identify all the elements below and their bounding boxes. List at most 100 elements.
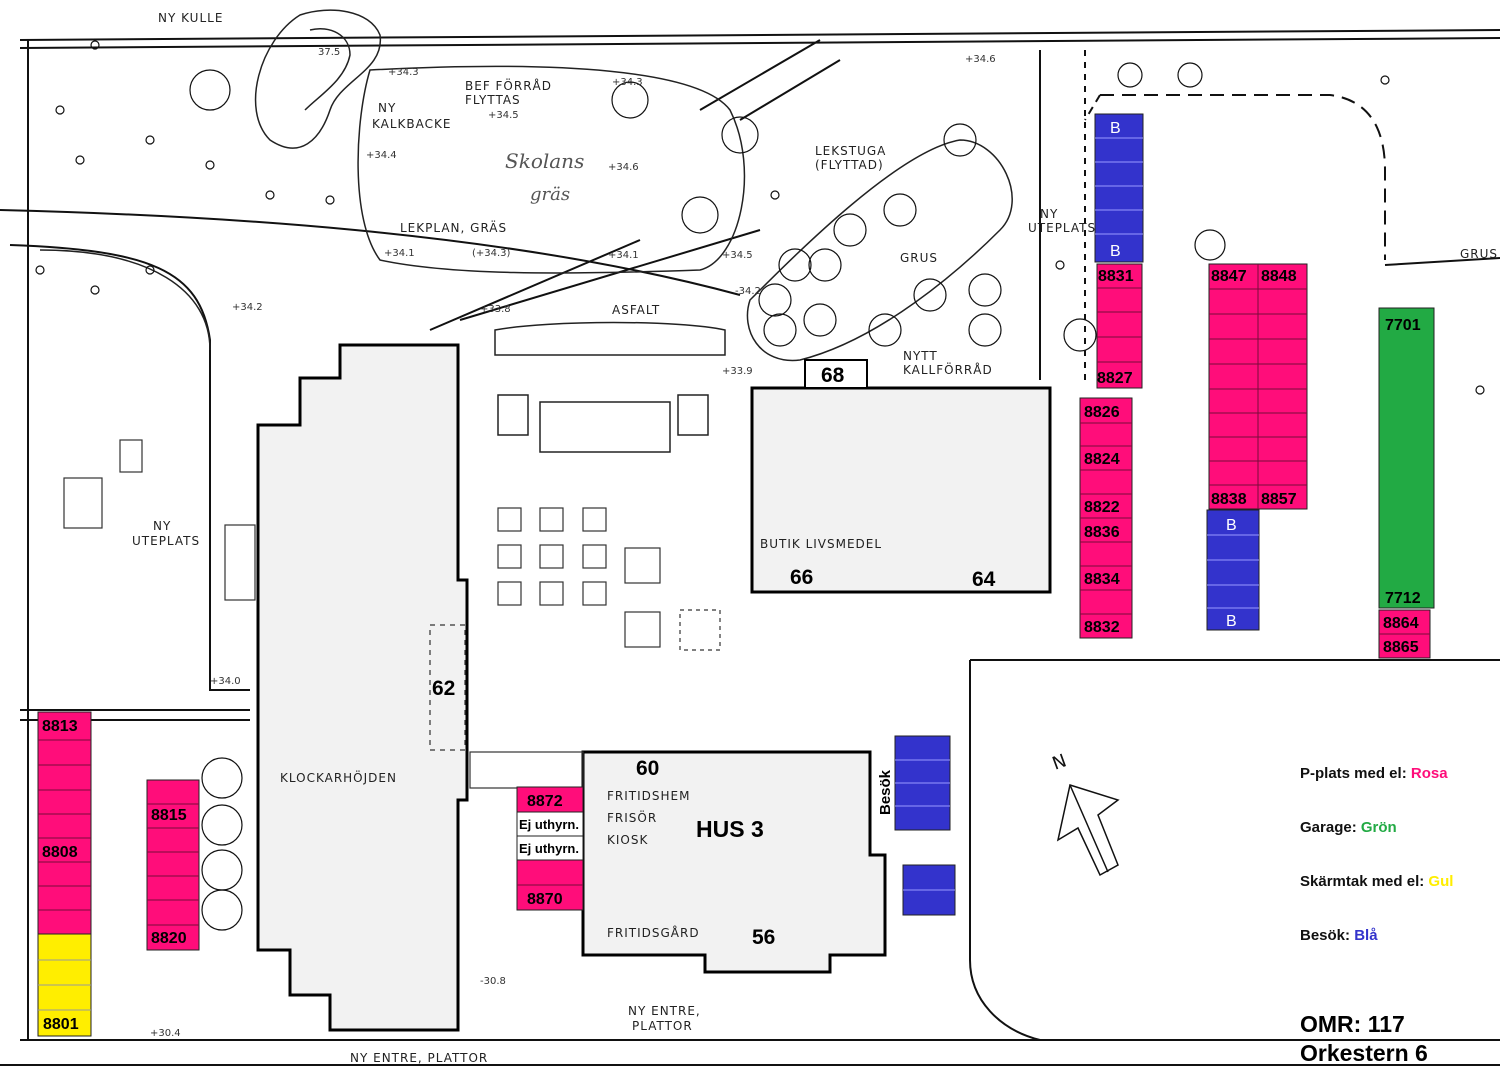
- house-number: 56: [752, 926, 775, 949]
- parking-number: 8826: [1084, 404, 1120, 421]
- label-lekstuga-1: LEKSTUGA: [815, 144, 886, 158]
- besok-vertical-label: Besök: [877, 769, 894, 815]
- parking-number: 8838: [1211, 491, 1247, 508]
- legend-value-bla: Blå: [1354, 927, 1378, 944]
- label-lekstuga-2: (FLYTTAD): [815, 158, 884, 172]
- parking-number: 8808: [42, 844, 78, 861]
- garage-number: 7712: [1385, 590, 1421, 607]
- label-asfalt: ASFALT: [612, 303, 660, 317]
- house-number: 60: [636, 757, 659, 780]
- label-ny-entre-bottom: NY ENTRE, PLATTOR: [350, 1051, 488, 1065]
- legend-row-gron: Garage: Grön: [1300, 819, 1495, 873]
- elevation: +33.8: [480, 304, 511, 315]
- ej-uthyrn-label: Ej uthyrn.: [519, 817, 579, 832]
- carport-number: 8801: [43, 1016, 79, 1033]
- parking-number: 8834: [1084, 571, 1120, 588]
- legend-label: P-plats med el:: [1300, 765, 1407, 782]
- label-ny-kalkbacke-1: NY: [378, 101, 396, 115]
- parking-number: 8848: [1261, 268, 1297, 285]
- legend-value-rosa: Rosa: [1410, 765, 1448, 782]
- parking-number: 8872: [527, 793, 563, 810]
- building-label-butik: BUTIK LIVSMEDEL: [760, 537, 882, 551]
- trees: [35, 40, 1485, 931]
- parking-number: 8820: [151, 930, 187, 947]
- building-label-frisor: FRISÖR: [607, 809, 657, 825]
- house-number: 66: [790, 566, 813, 589]
- elevations: 37.5 +34.3 +34.3 +34.5 +34.4 +34.6 +34.1…: [150, 47, 996, 1039]
- elevation: +34.5: [722, 250, 753, 261]
- legend-label: Besök:: [1300, 927, 1351, 944]
- legend: P-plats med el: Rosa Garage: Grön Skärmt…: [1300, 765, 1495, 981]
- parking-number: 8857: [1261, 491, 1297, 508]
- parking-number: 8847: [1211, 268, 1247, 285]
- label-ny-kulle: NY KULLE: [158, 11, 223, 25]
- building-label-hus3: HUS 3: [696, 816, 764, 842]
- building-label-kiosk: KIOSK: [607, 833, 648, 847]
- parking-number: 8832: [1084, 619, 1120, 636]
- parking-number: 8815: [151, 807, 187, 824]
- legend-row-bla: Besök: Blå: [1300, 927, 1495, 981]
- legend-row-gul: Skärmtak med el: Gul: [1300, 873, 1495, 927]
- legend-label: Garage:: [1300, 819, 1357, 836]
- label-grus-1: GRUS: [900, 251, 938, 265]
- elevation: +34.6: [608, 162, 639, 173]
- building-butik: [750, 386, 1052, 594]
- legend-label: Skärmtak med el:: [1300, 873, 1425, 890]
- label-ny-uteplats-l1: NY: [153, 519, 171, 533]
- garage-gron: [1378, 307, 1435, 609]
- building-klockarhojden: [256, 343, 469, 1032]
- elevation: +33.9: [722, 366, 753, 377]
- elevation: +34.4: [366, 150, 397, 161]
- building-label-fritidsgard: FRITIDSGÅRD: [607, 925, 700, 940]
- area-omr: OMR: 117: [1300, 1011, 1405, 1037]
- visitor-marker: B: [1226, 517, 1237, 534]
- elevation: +34.1: [608, 250, 639, 261]
- elevation: (+34.3): [472, 248, 511, 259]
- building-label-klockarhojden: KLOCKARHÖJDEN: [280, 769, 397, 785]
- garage-number: 7701: [1385, 317, 1421, 334]
- building-hus3: [581, 750, 887, 974]
- elevation: +34.3: [612, 77, 643, 88]
- label-handwriting-1: Skolans: [505, 149, 584, 173]
- elevation: +34.3: [388, 67, 419, 78]
- parking-number: 8864: [1383, 615, 1419, 632]
- label-bef-forrad: BEF FÖRRÅD: [465, 77, 552, 93]
- elevation: +34.0: [210, 676, 241, 687]
- buildings: [256, 343, 1052, 1032]
- elevation: +34.6: [965, 54, 996, 65]
- house-number: 68: [821, 364, 845, 387]
- elevation: -34.2: [735, 286, 761, 297]
- playground-outline: [39, 9, 1013, 453]
- label-ny-uteplats-r1: NY: [1040, 207, 1058, 221]
- parking-number: 8824: [1084, 451, 1120, 468]
- parking-number: 8822: [1084, 499, 1120, 516]
- carport-gul: [37, 933, 92, 1037]
- label-nytt-kallforrad-2: KALLFÖRRÅD: [903, 361, 993, 377]
- parking-number: 8870: [527, 891, 563, 908]
- parking-bla: [894, 113, 1260, 916]
- parking-number: 8865: [1383, 639, 1419, 656]
- house-number: 64: [972, 568, 996, 591]
- legend-row-rosa: P-plats med el: Rosa: [1300, 765, 1495, 819]
- ej-uthyrn-label: Ej uthyrn.: [519, 841, 579, 856]
- label-ny-uteplats-r2: UTEPLATS: [1028, 221, 1096, 235]
- legend-value-gul: Gul: [1428, 873, 1454, 890]
- label-flyttas: FLYTTAS: [465, 93, 521, 107]
- elevation: +34.1: [384, 248, 415, 259]
- elevation: +34.5: [488, 110, 519, 121]
- elevation: -30.8: [480, 976, 506, 987]
- area-name: Orkestern 6: [1300, 1040, 1428, 1066]
- label-handwriting-2: gräs: [530, 184, 570, 205]
- label-ny-kalkbacke-2: KALKBACKE: [372, 117, 451, 131]
- elevation: 37.5: [318, 47, 340, 58]
- parking-number: 8813: [42, 718, 78, 735]
- label-nytt-kallforrad-1: NYTT: [903, 349, 938, 363]
- label-grus-2: GRUS: [1460, 247, 1498, 261]
- north-label: N: [1050, 750, 1070, 774]
- visitor-marker: B: [1226, 613, 1237, 630]
- house-number: 62: [432, 677, 455, 700]
- elevation: +30.4: [150, 1028, 181, 1039]
- parking-rosa-divisions: [38, 264, 1430, 926]
- ej-uthyrn-boxes: [516, 811, 584, 861]
